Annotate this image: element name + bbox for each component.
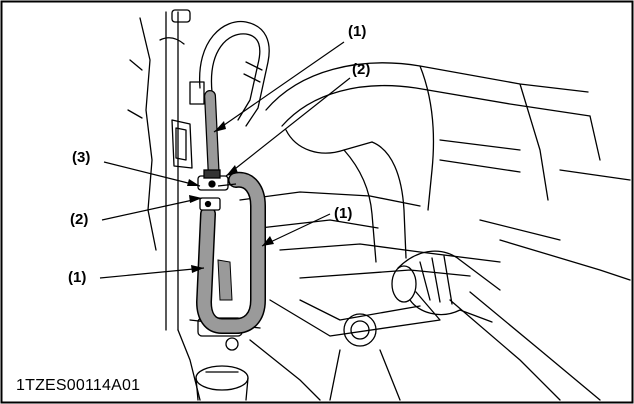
flex-duct <box>391 250 501 323</box>
figure-code: 1TZES00114A01 <box>16 377 141 394</box>
callout-1-left: (1) <box>68 269 87 286</box>
clamp-screw <box>203 169 221 179</box>
leader-c1 <box>213 41 345 133</box>
filler-cap <box>195 365 249 401</box>
leader-c6 <box>99 267 205 279</box>
callout-2-left: (2) <box>70 211 89 228</box>
engine-block <box>239 191 631 401</box>
leader-lines <box>99 41 351 279</box>
frame-tube-left <box>127 9 191 331</box>
callout-2-top: (2) <box>352 61 371 78</box>
leader-c5 <box>261 213 331 247</box>
leader-c3 <box>103 161 201 187</box>
air-duct <box>265 62 631 263</box>
upper-hose-loop <box>189 20 270 127</box>
hose-assembly <box>195 90 266 334</box>
leader-c4 <box>101 197 203 221</box>
leader-arrowheads <box>187 121 274 273</box>
hose-clamps <box>197 169 237 211</box>
callout-1-right: (1) <box>334 205 353 222</box>
callout-1-top: (1) <box>348 23 367 40</box>
left-bracket <box>171 119 193 169</box>
leader-c2 <box>225 77 351 177</box>
callout-3: (3) <box>72 149 91 166</box>
